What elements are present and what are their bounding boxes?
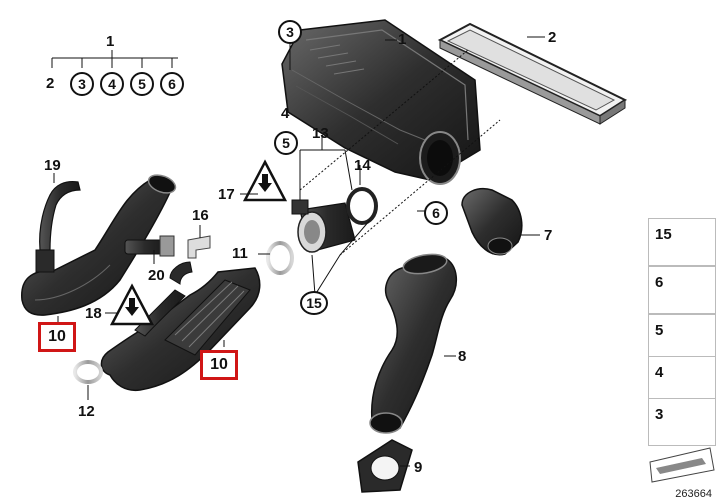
legend-number: 4 bbox=[655, 364, 664, 381]
vent-hose-19 bbox=[35, 180, 81, 273]
air-filter-element bbox=[437, 22, 628, 125]
callout-18: 18 bbox=[85, 305, 102, 322]
legend-number: 6 bbox=[655, 274, 664, 291]
kit-item-3: 3 bbox=[70, 72, 94, 96]
pressure-sensor-20 bbox=[124, 235, 175, 257]
callout-10-left-highlighted: 10 bbox=[38, 322, 76, 352]
intake-snorkel-8 bbox=[369, 253, 457, 434]
callout-17: 17 bbox=[218, 186, 235, 203]
legend-cell-3: 3 bbox=[648, 398, 716, 446]
callout-14: 14 bbox=[354, 157, 371, 174]
callout-16: 16 bbox=[192, 207, 209, 224]
kit-head-label: 1 bbox=[106, 33, 115, 50]
kit-item-2: 2 bbox=[46, 75, 55, 92]
legend-number: 5 bbox=[655, 322, 664, 339]
callout-15: 15 bbox=[300, 291, 328, 315]
warning-symbol-18 bbox=[109, 283, 155, 326]
duct-seal-9 bbox=[357, 439, 413, 493]
callout-8: 8 bbox=[458, 348, 467, 365]
kit-item-4: 4 bbox=[100, 72, 124, 96]
legend-toolkit-icon bbox=[649, 447, 715, 483]
airbox-housing bbox=[281, 19, 481, 185]
warning-symbol-17 bbox=[242, 159, 288, 202]
kit-item-6: 6 bbox=[160, 72, 184, 96]
seal-ring-14 bbox=[346, 187, 378, 225]
leader-lines bbox=[51, 36, 545, 467]
legend-number: 3 bbox=[655, 406, 664, 423]
callout-1: 1 bbox=[398, 31, 407, 48]
callout-3: 3 bbox=[278, 20, 302, 44]
callout-10-center-highlighted: 10 bbox=[200, 350, 238, 380]
hose-clamp-11 bbox=[266, 241, 294, 275]
legend-cell-5: 5 bbox=[648, 314, 716, 362]
hose-clamp-12 bbox=[73, 360, 103, 384]
legend-cell-15: 15 bbox=[648, 218, 716, 266]
intake-duct-left bbox=[21, 174, 177, 316]
callout-20: 20 bbox=[148, 267, 165, 284]
legend-number: 15 bbox=[655, 226, 672, 243]
callout-6: 6 bbox=[424, 201, 448, 225]
diagram-id-label: 263664 bbox=[675, 488, 712, 500]
callout-11: 11 bbox=[232, 245, 248, 262]
callout-13: 13 bbox=[312, 125, 329, 142]
callout-2: 2 bbox=[548, 29, 557, 46]
callout-7: 7 bbox=[544, 227, 553, 244]
callout-19: 19 bbox=[44, 157, 61, 174]
air-mass-sensor bbox=[291, 199, 356, 253]
intake-connector-7 bbox=[461, 188, 523, 256]
callout-9: 9 bbox=[414, 459, 423, 476]
callout-4: 4 bbox=[281, 105, 290, 122]
kit-item-5: 5 bbox=[130, 72, 154, 96]
callout-5: 5 bbox=[274, 131, 298, 155]
retaining-clip-16 bbox=[187, 235, 211, 259]
callout-12: 12 bbox=[78, 403, 95, 420]
legend-cell-4: 4 bbox=[648, 356, 716, 404]
legend-cell-6: 6 bbox=[648, 266, 716, 314]
